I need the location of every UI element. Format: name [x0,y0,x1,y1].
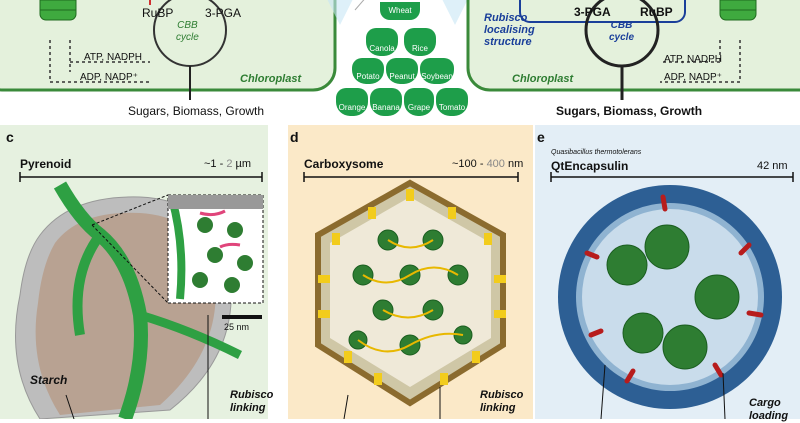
right-adp-label: ADP, NADP⁺ [664,72,722,83]
panel-d-size-main: ~100 - [452,158,487,170]
crop-peanut: Peanut [386,58,418,84]
crop-canola: Canola [366,28,398,56]
right-output-label: Sugars, Biomass, Growth [556,104,703,118]
pyrenoid-illustration [15,172,264,419]
panel-c-starch-label: Starch [30,373,68,387]
right-rubp-label: RuBP [640,5,673,19]
crop-banana: Banana [370,88,402,116]
left-3pga-label: 3-PGA [205,6,242,20]
panel-e-species: Quasibacillus thermotolerans [551,149,642,156]
right-thylakoid-stack [719,0,757,21]
crop-grape: Grape [404,88,434,116]
right-chloroplast-label: Chloroplast [512,73,574,85]
crop-orange: Orange [336,88,368,116]
panel-e: e Quasibacillus thermotolerans QtEncapsu… [535,125,800,422]
panel-c-linking-label: Rubisco linking [230,389,274,414]
panel-c-scalebar-label: 25 nm [224,322,250,332]
panel-c-size-unit: µm [232,158,252,170]
panel-d-size-unit: nm [504,158,524,170]
crop-rice: Rice [404,28,436,56]
right-3pga-label: 3-PGA [574,5,611,19]
panel-c: c Pyrenoid ~1 - 2 µm 25 nm Starch Rubisc… [0,125,273,419]
panel-d-letter: d [290,129,299,145]
crops-grid: Wheat Canola Rice Potato Peanut Soybean … [336,0,468,125]
panel-e-size: 42 nm [757,160,788,172]
left-atp-label: ATP, NADPH [84,52,142,63]
panel-c-title: Pyrenoid [20,157,72,171]
crop-soybean: Soybean [420,58,454,84]
panel-c-size: ~1 - 2 µm [204,158,251,170]
panel-d-size: ~100 - 400 nm [452,158,523,170]
left-cbb-label: CBB cycle [176,20,199,43]
top-diagram [0,0,800,100]
panel-c-size-main: ~1 - [204,158,227,170]
crop-tomato: Tomato [436,88,468,116]
left-rubp-label: RuBP [142,6,174,20]
left-output-label: Sugars, Biomass, Growth [128,104,265,118]
panel-e-title: QtEncapsulin [551,159,629,173]
right-structure-label: Rubisco localising structure [484,12,535,48]
panel-d-size-accent: 400 [486,158,505,170]
panel-d-linking-visible: Rubisco linking [480,389,524,414]
left-adp-label: ADP, NADP⁺ [80,72,138,83]
left-thylakoid-stack [39,0,77,21]
crop-wheat: Wheat [380,2,420,20]
panel-d: d Carboxysome ~100 - 400 nm Rubisco link… [288,125,533,419]
panel-e-letter: e [537,129,545,145]
encapsulin-illustration [550,172,794,419]
panel-c-size-accent: 2 [226,158,233,170]
left-chloroplast [0,0,337,100]
panel-e-cargo-label: Cargo loading [749,397,789,422]
panel-d-title: Carboxysome [304,157,384,171]
right-atp-label: ATP, NADPH [664,54,722,65]
panel-c-letter: c [6,129,14,145]
crop-potato: Potato [352,58,384,84]
carboxysome-illustration [303,172,519,419]
crops-pyramid [327,0,468,25]
left-chloroplast-label: Chloroplast [240,73,302,85]
right-chloroplast [466,0,800,100]
right-cbb-label: CBB cycle [609,20,635,43]
